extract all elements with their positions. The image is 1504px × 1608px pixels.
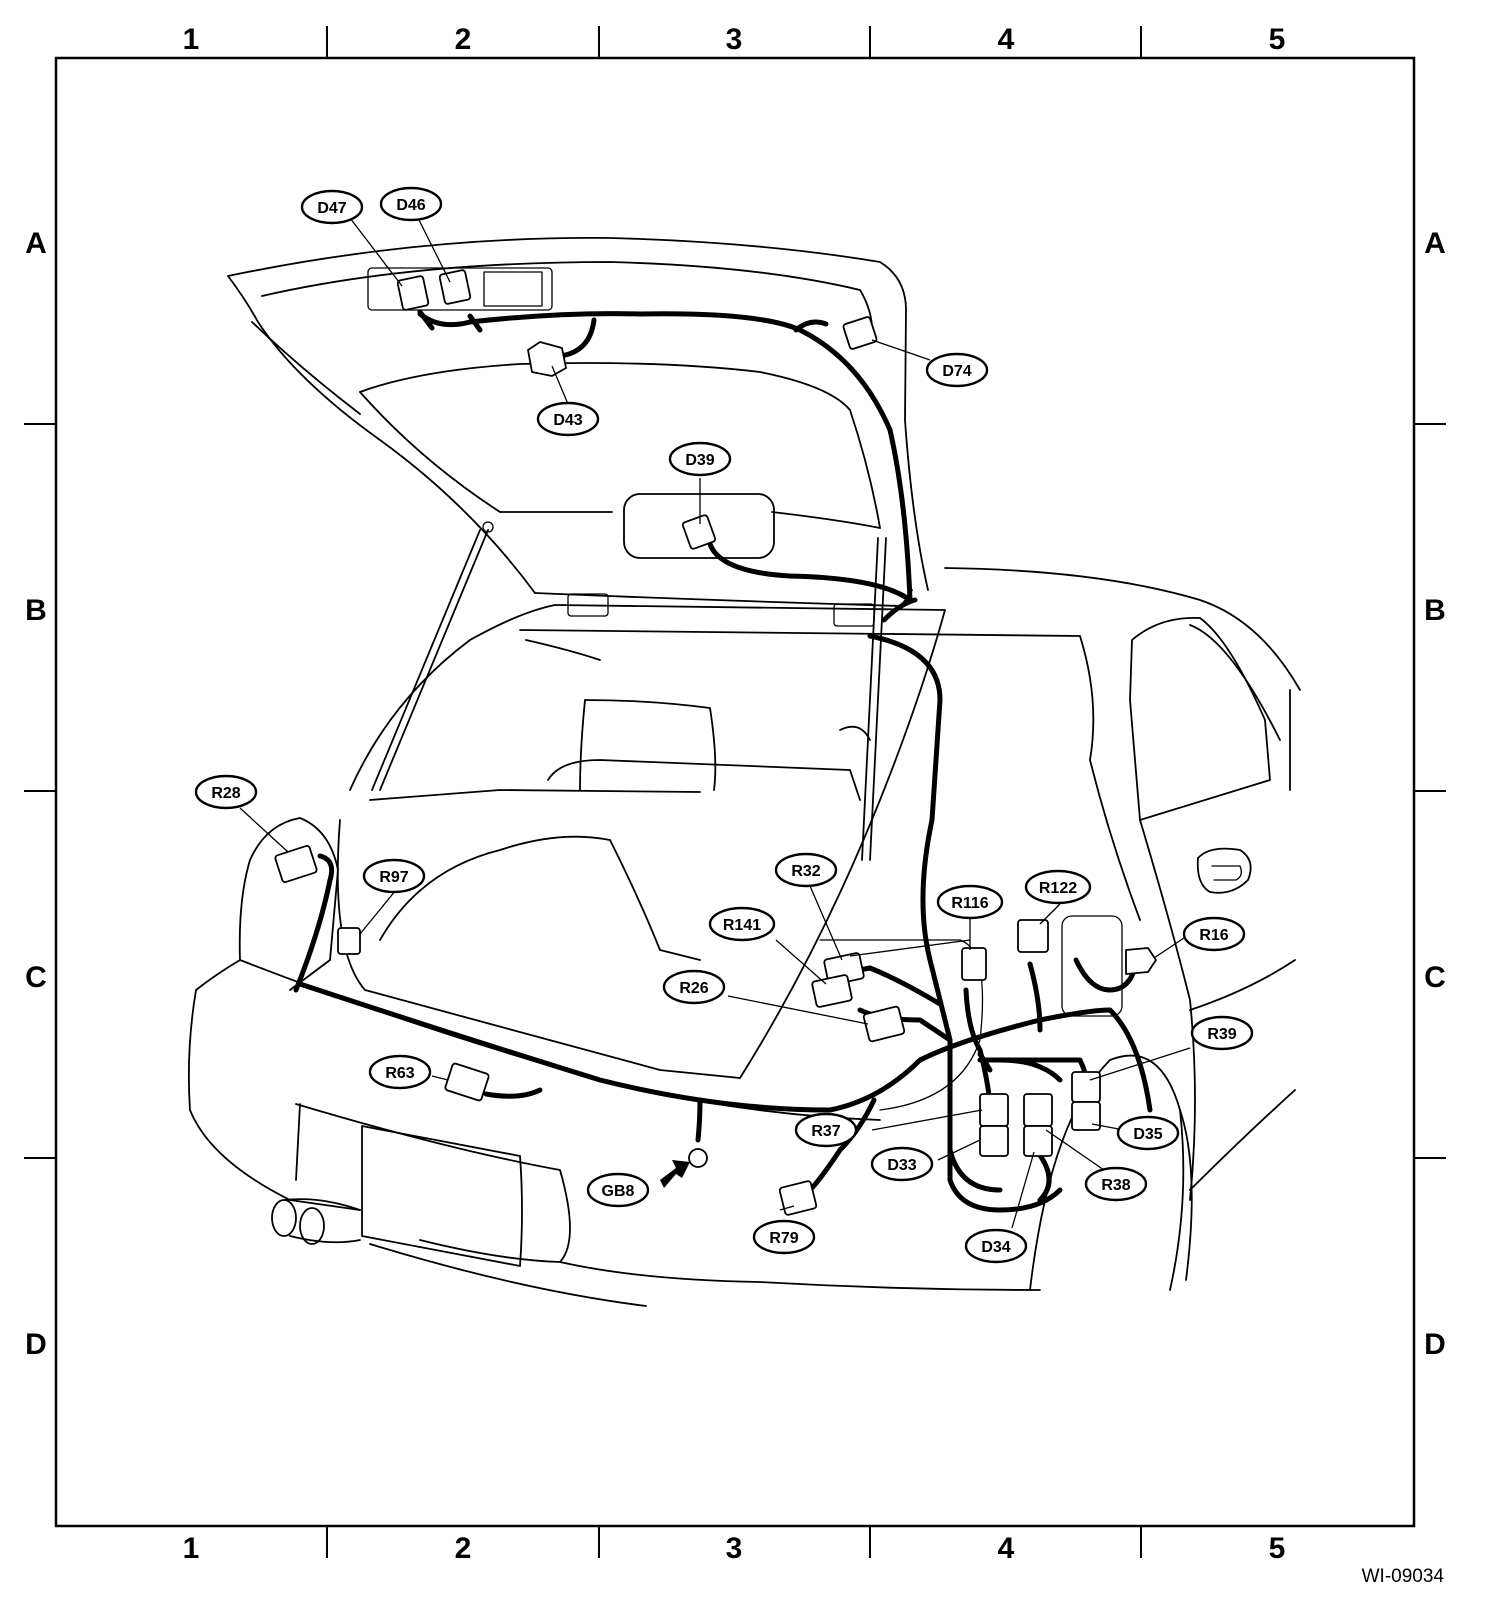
connector-bodies <box>274 269 1157 1216</box>
callout-r79: R79 <box>752 1219 816 1255</box>
row-label-a: A <box>25 227 47 260</box>
callout-r122: R122 <box>1024 869 1092 905</box>
callout-r37: R37 <box>794 1112 858 1148</box>
callout-label: R38 <box>1101 1177 1130 1194</box>
callout-label: R141 <box>723 917 761 934</box>
callout-r116: R116 <box>936 884 1004 920</box>
callout-r39: R39 <box>1190 1015 1254 1051</box>
column-label-3: 3 <box>726 1532 743 1565</box>
column-label-4: 4 <box>998 23 1015 56</box>
callout-r63: R63 <box>368 1054 432 1090</box>
callout-r32: R32 <box>774 852 838 888</box>
callout-label: R97 <box>379 869 408 886</box>
callout-label: D33 <box>887 1157 916 1174</box>
callout-label: R32 <box>791 863 820 880</box>
callout-r141: R141 <box>708 906 776 942</box>
callout-label: R39 <box>1207 1026 1236 1043</box>
row-label-a: A <box>1424 227 1446 260</box>
row-label-d: D <box>25 1328 47 1361</box>
column-label-1: 1 <box>183 1532 200 1565</box>
callout-d47: D47 <box>300 189 364 225</box>
row-label-c: C <box>25 961 47 994</box>
callout-d39: D39 <box>668 441 732 477</box>
callout-label: R26 <box>679 980 708 997</box>
wiring-harness <box>293 309 1153 1213</box>
column-label-1: 1 <box>183 23 200 56</box>
callout-label: D74 <box>942 363 971 380</box>
callout-label: R28 <box>211 785 240 802</box>
callout-label: R122 <box>1039 880 1077 897</box>
callout-r28: R28 <box>194 774 258 810</box>
callout-label: D47 <box>317 200 346 217</box>
callout-label: GB8 <box>602 1183 635 1200</box>
callout-label: D39 <box>685 452 714 469</box>
ground-terminal-icon <box>660 1148 708 1188</box>
column-label-3: 3 <box>726 23 743 56</box>
callout-d33: D33 <box>870 1146 934 1182</box>
callout-d34: D34 <box>964 1228 1028 1264</box>
row-labels-right: A B C D <box>1424 227 1446 1361</box>
column-label-5: 5 <box>1269 1532 1286 1565</box>
callout-label: R16 <box>1199 927 1228 944</box>
callout-label: R116 <box>951 895 988 912</box>
grid-ticks <box>24 26 1446 1558</box>
callout-label: D46 <box>396 197 425 214</box>
callout-label: D43 <box>553 412 582 429</box>
callout-label: R63 <box>385 1065 414 1082</box>
column-label-5: 5 <box>1269 23 1286 56</box>
callout-r26: R26 <box>662 969 726 1005</box>
column-labels-bottom: 1 2 3 4 5 <box>183 1532 1286 1565</box>
column-label-4: 4 <box>998 1532 1015 1565</box>
callout-label: R79 <box>769 1230 798 1247</box>
column-labels-top: 1 2 3 4 5 <box>183 23 1286 56</box>
row-label-b: B <box>25 594 47 627</box>
callout-r38: R38 <box>1084 1166 1148 1202</box>
row-label-b: B <box>1424 594 1446 627</box>
callout-label: R37 <box>811 1123 840 1140</box>
column-label-2: 2 <box>455 23 472 56</box>
callout-d43: D43 <box>536 401 600 437</box>
connector-callouts: D47 D46 D74 D43 D39 R28 R97 R32 <box>194 186 1254 1264</box>
callout-label: D34 <box>981 1239 1010 1256</box>
callout-gb8: GB8 <box>586 1172 650 1208</box>
row-label-d: D <box>1424 1328 1446 1361</box>
callout-d74: D74 <box>925 352 989 388</box>
callout-d35: D35 <box>1116 1115 1180 1151</box>
callout-r97: R97 <box>362 858 426 894</box>
diagram-frame <box>54 56 1416 1528</box>
callout-d46: D46 <box>379 186 443 222</box>
row-label-c: C <box>1424 961 1446 994</box>
row-labels-left: A B C D <box>25 227 47 1361</box>
callout-label: D35 <box>1133 1126 1162 1143</box>
column-label-2: 2 <box>455 1532 472 1565</box>
document-id: WI-09034 <box>1362 1566 1445 1587</box>
callout-r16: R16 <box>1182 916 1246 952</box>
